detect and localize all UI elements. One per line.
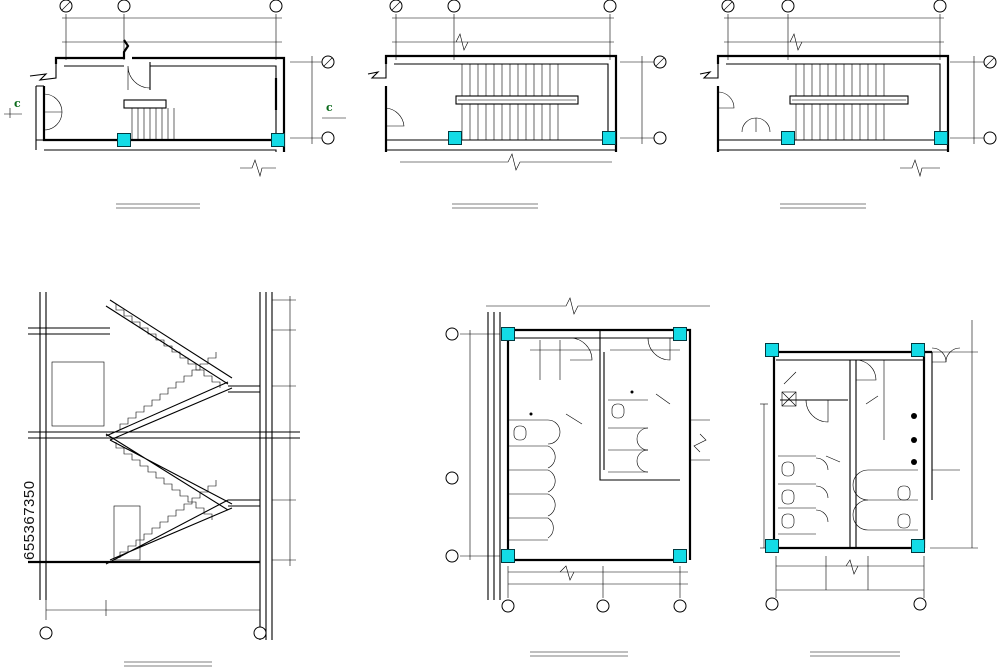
axis-bubble-icon [39, 626, 267, 640]
axis-bubble-icon [59, 0, 335, 145]
break-line-icon [789, 33, 803, 51]
stair-plan-top-floor [699, 0, 997, 209]
door-swing-icon [127, 65, 151, 90]
axis-bubble-icon [389, 0, 667, 145]
urinal-icon [911, 413, 917, 465]
toilet-plan-a [445, 297, 710, 657]
structural-column-icon [448, 131, 616, 145]
stair-section [28, 292, 300, 667]
break-line-icon [240, 159, 276, 178]
section-mark-label: c [14, 97, 21, 110]
stair-plan-ground-floor: c c [4, 0, 346, 209]
break-line-icon [486, 297, 710, 315]
door-swing-icon [43, 93, 63, 113]
axis-bubble-icon [765, 597, 927, 611]
stair-treads [115, 304, 221, 558]
toilet-icon [513, 403, 625, 441]
door-swing-icon [855, 359, 877, 381]
door-swing-icon [741, 117, 757, 133]
break-line-icon [54, 39, 130, 64]
stall-partitions [508, 399, 649, 541]
break-line-icon [400, 153, 612, 171]
stair-treads [795, 64, 885, 140]
toilet-icon [781, 461, 911, 529]
break-line-icon [29, 64, 57, 81]
axis-bubble-icon [445, 327, 687, 613]
structural-column-icon [501, 327, 687, 563]
stall-partitions [778, 455, 918, 535]
structural-column-icon [765, 343, 925, 553]
door-swing-icon [931, 347, 947, 363]
door-swing-icon [569, 337, 593, 361]
door-swing-icon [805, 399, 829, 423]
structural-column-icon [781, 131, 948, 145]
break-line-icon [455, 33, 469, 51]
toilet-plan-b [760, 320, 978, 657]
axis-bubble-icon [721, 0, 997, 145]
stair-plan-typical-floor [367, 0, 667, 209]
stair-flight [105, 299, 233, 565]
door-swing-icon [717, 91, 735, 109]
stock-id-label: 655367350 [21, 480, 38, 560]
break-line-icon [900, 159, 940, 178]
section-mark-label: c [326, 101, 333, 114]
door-swing-icon [385, 107, 405, 127]
section-mark-icon: c c [4, 97, 346, 119]
stair-treads [131, 108, 175, 140]
door-swing-icon [647, 337, 671, 361]
stair-treads [461, 64, 559, 140]
